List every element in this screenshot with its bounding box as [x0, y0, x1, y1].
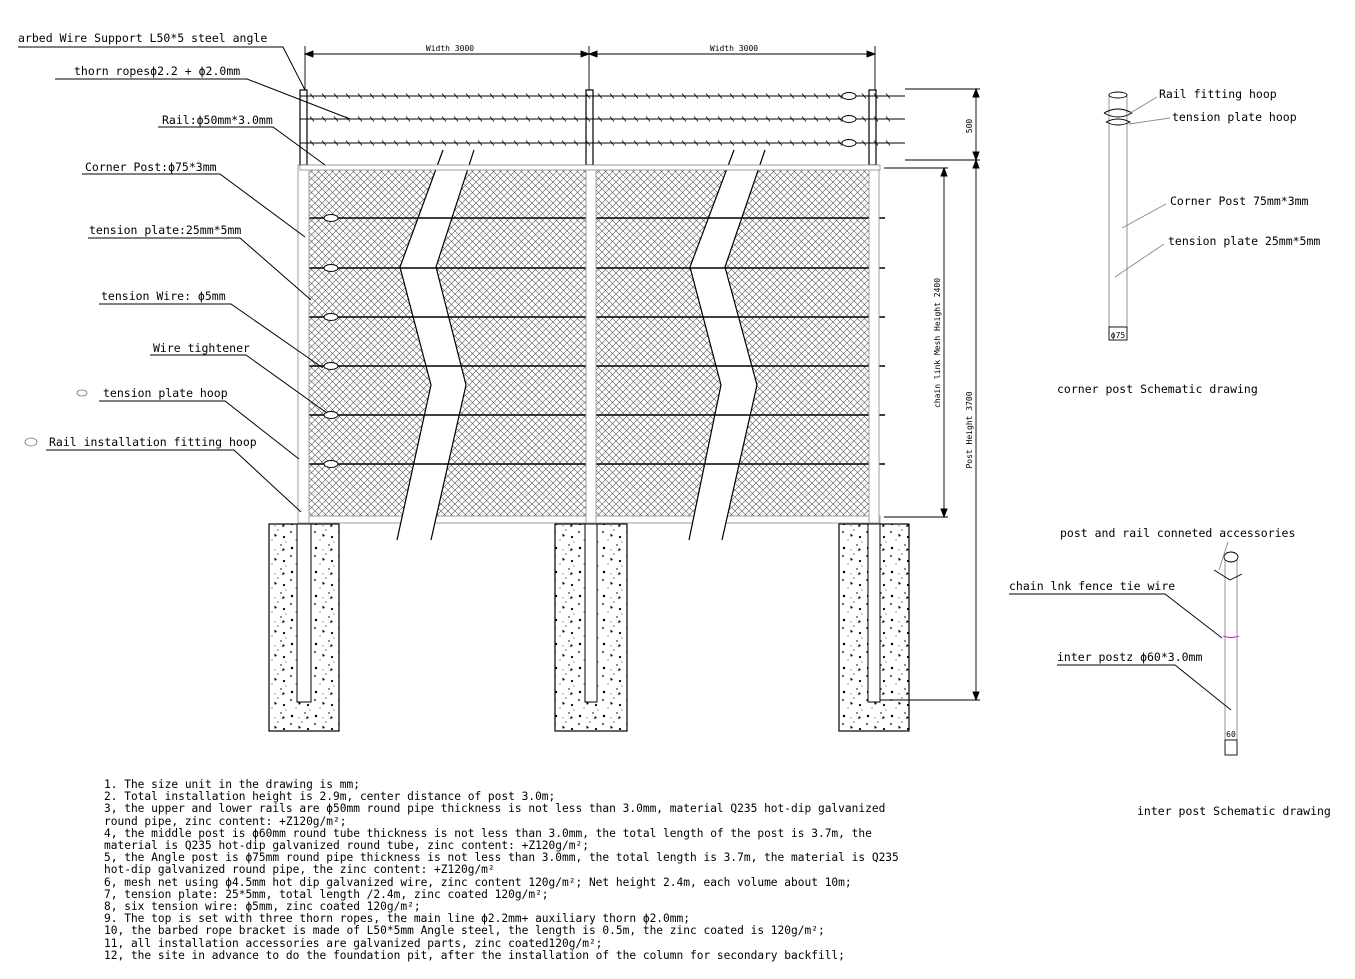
- callout-leaders: [18, 46, 351, 513]
- corner-post-caption: corner post Schematic drawing: [1057, 382, 1258, 396]
- note-line: hot-dip galvanized round pipe, the zinc …: [104, 863, 495, 877]
- label-thorn-ropes: thorn ropesϕ2.2 + ϕ2.0mm: [74, 64, 240, 78]
- foundation-middle: [554, 523, 628, 732]
- note-line: 11, all installation accessories are gal…: [104, 936, 603, 950]
- rope-tighteners: [841, 92, 857, 147]
- label-wire-tightener: Wire tightener: [153, 341, 250, 355]
- label-barbed-wire-support: arbed Wire Support L50*5 steel angle: [18, 31, 267, 45]
- note-line: 4, the middle post is ϕ60mm round tube t…: [104, 826, 872, 840]
- height-dimensions: [880, 87, 980, 702]
- top-rail: [299, 164, 881, 171]
- inter-detail-base-dim: 60: [1226, 730, 1236, 739]
- note-line: 8, six tension wire: ϕ5mm, zinc coated 1…: [104, 900, 421, 914]
- inter-detail-accessories: post and rail conneted accessories: [1060, 526, 1295, 540]
- note-line: 2. Total installation height is 2.9m, ce…: [104, 790, 556, 804]
- inter-detail-inter-post: inter postz ϕ60*3.0mm: [1057, 650, 1202, 664]
- note-line: 6, mesh net using ϕ4.5mm hot dip galvani…: [104, 875, 852, 889]
- corner-post-detail: [1103, 91, 1171, 341]
- label-tension-plate-hoop: tension plate hoop: [103, 386, 228, 400]
- dim-top-height: 500: [965, 119, 974, 134]
- corner-detail-tension-plate-hoop: tension plate hoop: [1172, 110, 1297, 124]
- note-line: 12, the site in advance to do the founda…: [104, 948, 845, 962]
- thorn-barbs: [309, 93, 891, 146]
- dim-width-left: Width 3000: [426, 44, 474, 53]
- note-line: 10, the barbed rope bracket is made of L…: [104, 924, 825, 938]
- corner-detail-rail-hoop: Rail fitting hoop: [1159, 87, 1277, 101]
- note-line: round pipe, zinc content: +Z120g/m²;: [104, 814, 347, 828]
- dim-post-height: Post Height 3700: [965, 391, 974, 468]
- note-line: 7, tension plate: 25*5mm, total length /…: [104, 887, 549, 901]
- hoop-icon: [76, 389, 88, 397]
- note-line: 5, the Angle post is ϕ75mm round pipe th…: [104, 851, 899, 865]
- thorn-ropes: [300, 95, 905, 144]
- wire-tighteners: [323, 214, 339, 468]
- note-line: material is Q235 hot-dip galvanized roun…: [104, 839, 589, 853]
- corner-detail-tension-plate: tension plate 25mm*5mm: [1168, 234, 1320, 248]
- corner-detail-corner-post: Corner Post 75mm*3mm: [1170, 194, 1309, 208]
- label-rail-fitting-hoop: Rail installation fitting hoop: [49, 435, 257, 449]
- inter-post-caption: inter post Schematic drawing: [1137, 804, 1331, 818]
- note-line: 3, the upper and lower rails are ϕ50mm r…: [104, 802, 886, 816]
- barbed-wire-supports: [299, 89, 877, 166]
- note-line: 9. The top is set with three thorn ropes…: [104, 912, 690, 926]
- foundation-right: [838, 523, 910, 732]
- fitting-hoop-icon: [24, 437, 38, 447]
- inter-detail-tie-wire: chain lnk fence tie wire: [1009, 579, 1175, 593]
- corner-detail-base-dim: ϕ75: [1111, 331, 1126, 340]
- label-corner-post: Corner Post:ϕ75*3mm: [85, 160, 217, 174]
- label-tension-wire: tension Wire: ϕ5mm: [101, 289, 226, 303]
- break-region-right: [689, 150, 765, 540]
- installation-notes: 1. The size unit in the drawing is mm;2.…: [104, 778, 964, 962]
- break-region-left: [397, 150, 474, 540]
- break-lines: [396, 149, 766, 541]
- inter-post-detail: [1009, 541, 1243, 756]
- dim-mesh-height: chain link Mesh Height 2400: [933, 278, 942, 408]
- foundation-left: [268, 523, 340, 732]
- width-dimension: [303, 46, 877, 90]
- dim-width-right: Width 3000: [710, 44, 758, 53]
- label-rail: Rail:ϕ50mm*3.0mm: [162, 113, 273, 127]
- label-tension-plate: tension plate:25mm*5mm: [89, 223, 241, 237]
- note-line: 1. The size unit in the drawing is mm;: [104, 778, 360, 791]
